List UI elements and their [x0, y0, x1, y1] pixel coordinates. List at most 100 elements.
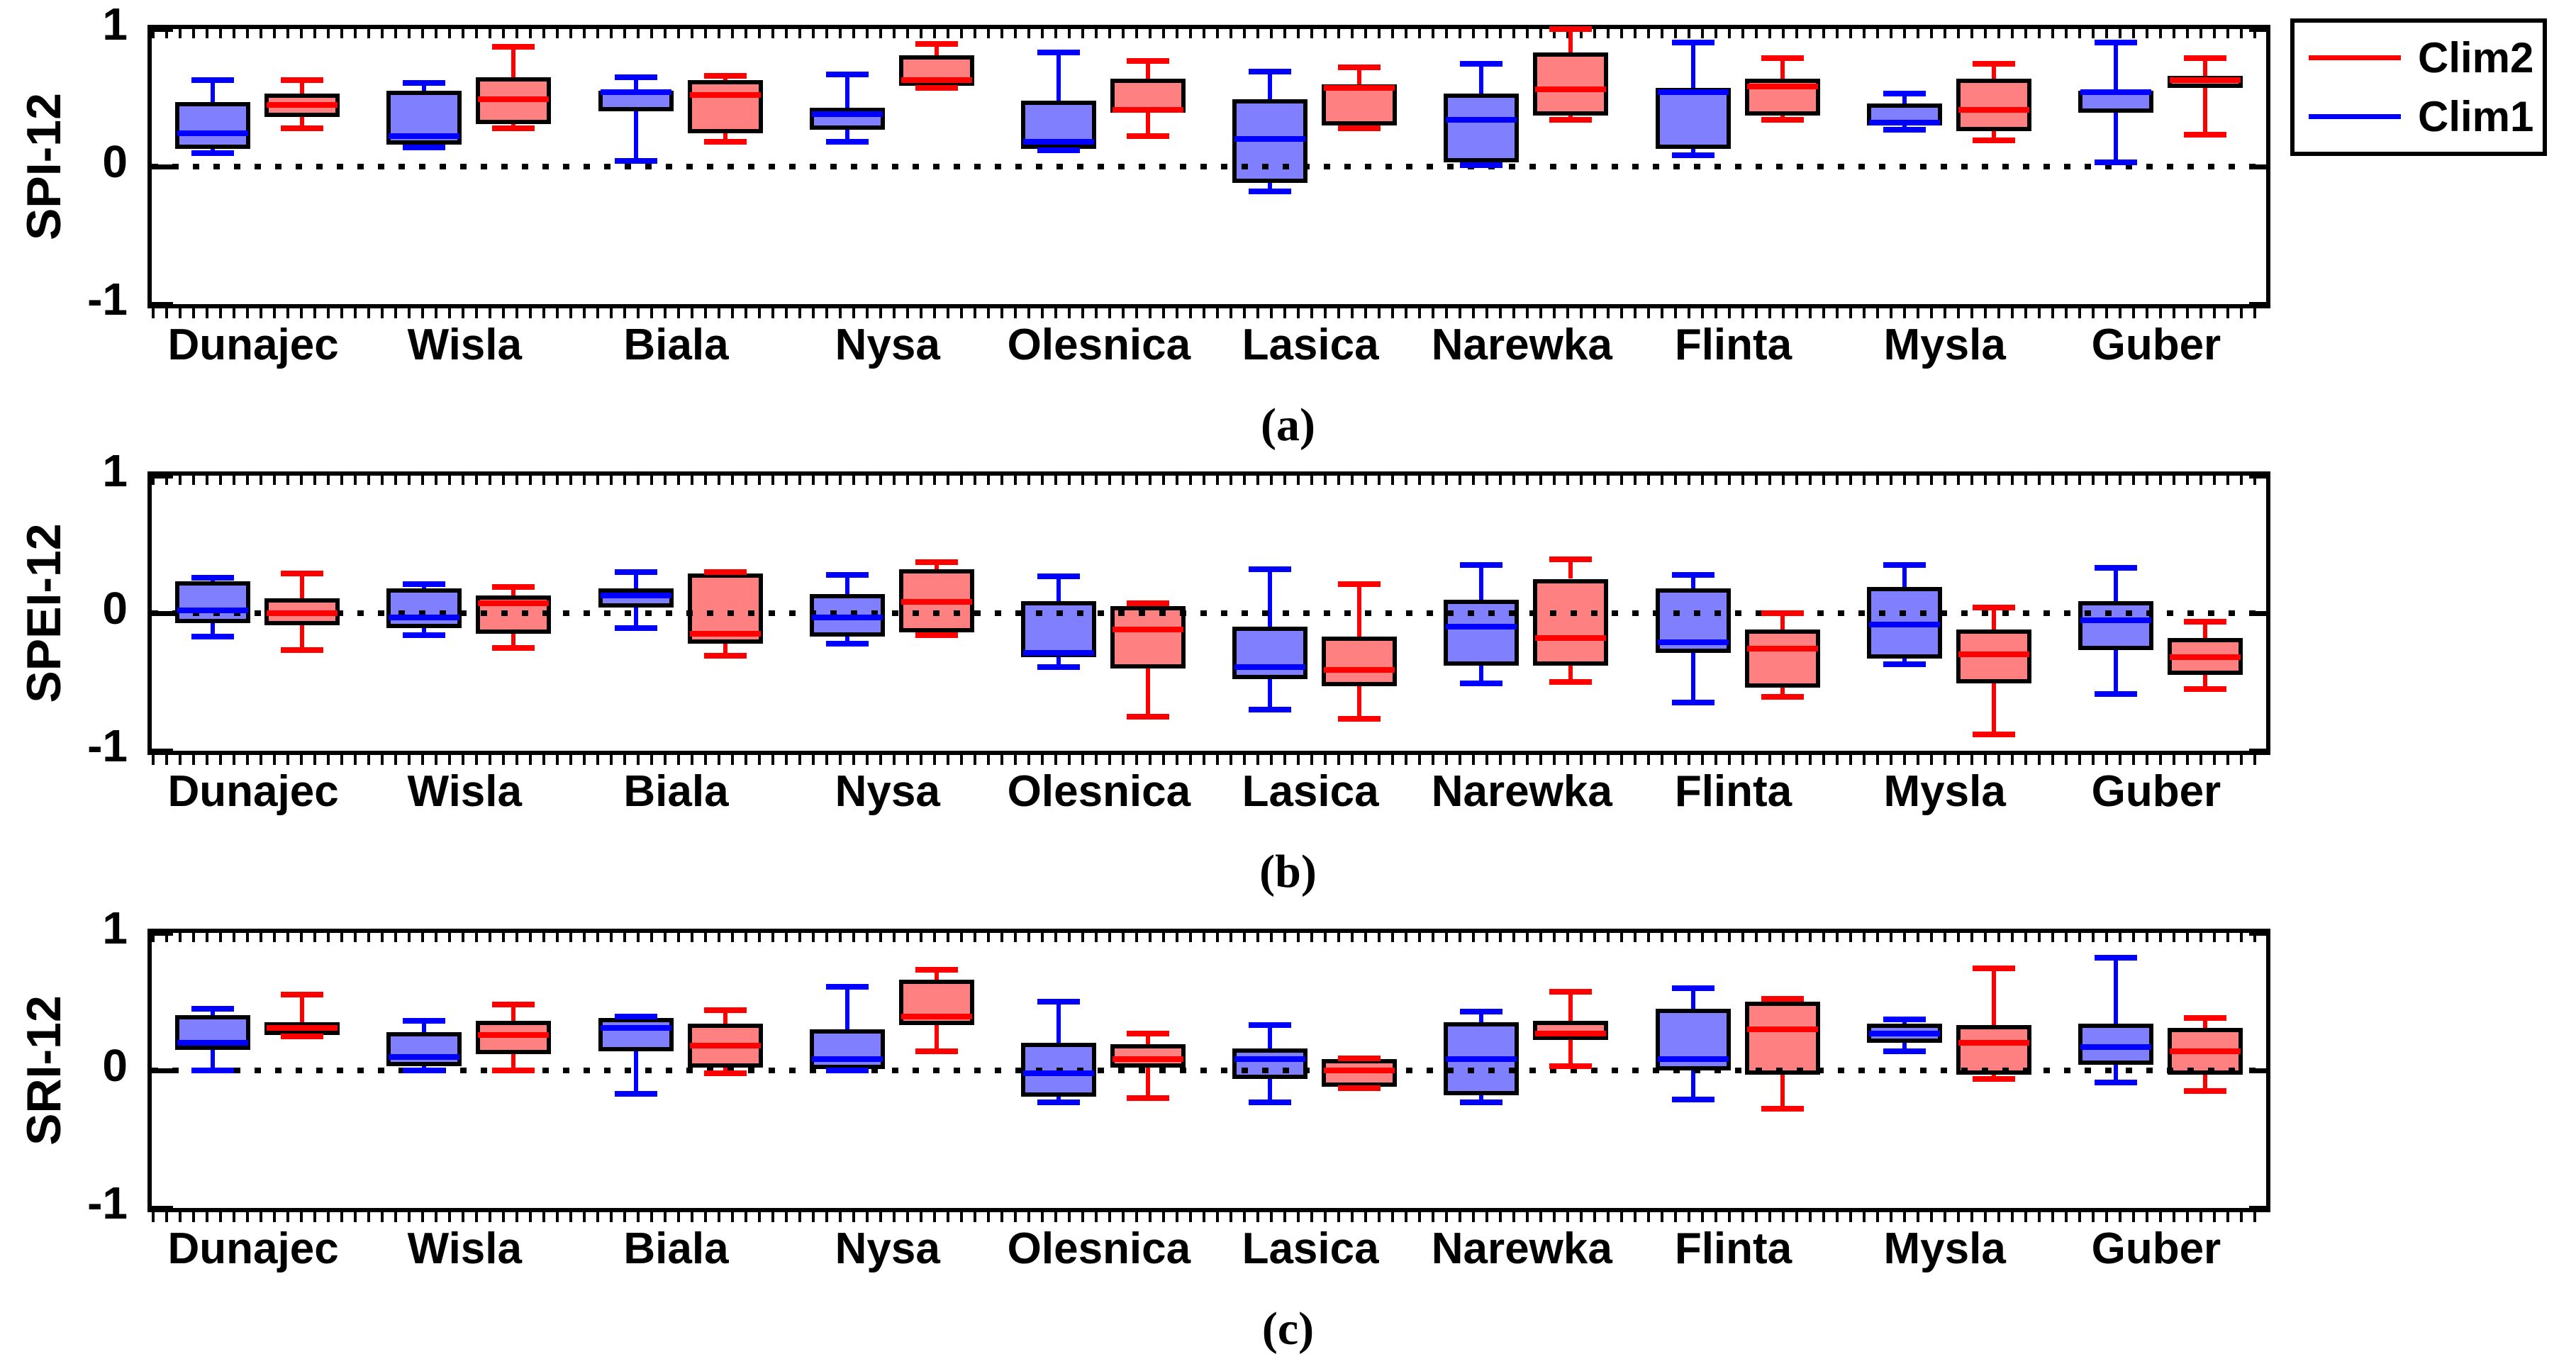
whisker-cap [614, 1090, 657, 1097]
whisker-stem [211, 1008, 216, 1016]
whisker-cap [2094, 40, 2137, 46]
whisker-stem [1568, 665, 1573, 682]
whisker-cap [1883, 1048, 1926, 1054]
whisker-cap [703, 1007, 747, 1013]
legend-entry-clim2: Clim2 [2309, 36, 2537, 79]
whisker-cap [1671, 571, 1714, 578]
whisker-stem [844, 986, 849, 1029]
median-line [1234, 664, 1306, 670]
whisker-cap [1671, 985, 1714, 991]
x-category-label: Lasica [1242, 1224, 1379, 1273]
whisker-cap [1460, 680, 1503, 686]
y-major-tick [2249, 302, 2270, 307]
whisker-cap [2094, 691, 2137, 698]
whisker-cap [825, 983, 869, 990]
y-major-tick [2249, 474, 2270, 479]
whisker-stem [1568, 1040, 1573, 1067]
whisker-stem [1780, 57, 1785, 79]
y-major-tick [152, 1206, 173, 1211]
minor-ticks-top [152, 476, 2266, 485]
median-line [1446, 1056, 1517, 1063]
whisker-cap [703, 139, 747, 145]
whisker-cap [825, 139, 869, 145]
whisker-cap [614, 569, 657, 575]
median-line [1535, 634, 1607, 641]
whisker-stem [1056, 52, 1061, 101]
median-line [177, 130, 249, 137]
ytick-top: 1 [102, 902, 128, 953]
median-line [478, 600, 550, 607]
whisker-stem [2113, 1065, 2118, 1083]
median-line [811, 111, 883, 118]
whisker-cap [403, 144, 446, 150]
whisker-cap [915, 967, 958, 973]
whisker-stem [511, 47, 516, 77]
panel-c-plot [147, 929, 2270, 1212]
whisker-cap [1249, 566, 1292, 572]
whisker-stem [511, 587, 516, 595]
x-category-label: Flinta [1674, 320, 1792, 369]
whisker-cap [825, 640, 869, 647]
whisker-cap [1671, 700, 1714, 706]
median-line [1324, 85, 1395, 91]
median-line [1022, 139, 1094, 145]
median-line [1868, 119, 1940, 125]
whisker-stem [1268, 1078, 1273, 1102]
whisker-stem [1902, 1043, 1907, 1051]
whisker-stem [1902, 565, 1907, 588]
legend-entry-clim1: Clim1 [2309, 95, 2537, 138]
whisker-cap [703, 569, 747, 575]
whisker-cap [1338, 65, 1381, 71]
y-major-tick [2249, 749, 2270, 754]
whisker-cap [703, 72, 747, 79]
x-category-label: Nysa [835, 1224, 940, 1273]
whisker-cap [403, 1068, 446, 1073]
whisker-cap [1037, 573, 1080, 579]
whisker-cap [1549, 1063, 1593, 1070]
median-line [901, 599, 972, 605]
median-line [1112, 627, 1183, 633]
whisker-stem [934, 1024, 939, 1051]
panel-b-caption: (b) [1259, 846, 1317, 897]
whisker-stem [1991, 608, 1996, 630]
whisker-cap [1126, 713, 1169, 720]
median-line [2080, 89, 2151, 96]
zero-gridline [152, 1068, 2266, 1073]
whisker-cap [1460, 162, 1503, 169]
whisker-stem [300, 573, 305, 598]
whisker-stem [1056, 576, 1061, 601]
whisker-stem [300, 625, 305, 651]
whisker-cap [614, 158, 657, 164]
whisker-cap [703, 653, 747, 659]
median-line [2169, 654, 2241, 661]
whisker-stem [1479, 565, 1484, 600]
whisker-cap [281, 647, 324, 654]
whisker-cap [2183, 618, 2226, 625]
whisker-cap [281, 570, 324, 576]
median-line [1234, 1056, 1306, 1063]
whisker-cap [915, 85, 958, 91]
whisker-stem [1991, 63, 1996, 79]
whisker-cap [1671, 152, 1714, 159]
zero-gridline [152, 164, 2266, 169]
median-line [1535, 1030, 1607, 1036]
boxplot-box-b-Olesnica-Clim1 [1020, 600, 1096, 658]
boxplot-box-b-Narewka-Clim2 [1533, 578, 1609, 666]
whisker-cap [1126, 57, 1169, 64]
legend-line-icon [2309, 114, 2401, 119]
whisker-stem [2202, 57, 2207, 76]
median-line [478, 96, 550, 102]
whisker-stem [1690, 987, 1695, 1009]
panel-c-caption: (c) [1261, 1303, 1315, 1354]
boxplot-box-a-Dunajec-Clim1 [175, 101, 251, 149]
whisker-stem [1690, 574, 1695, 589]
ytick-zero: 0 [102, 583, 128, 634]
whisker-cap [2094, 954, 2137, 961]
whisker-cap [915, 559, 958, 566]
boxplot-box-a-Mysla-Clim2 [1956, 78, 2031, 131]
median-line [1324, 666, 1395, 673]
whisker-stem [211, 622, 216, 637]
x-category-label: Olesnica [1007, 320, 1191, 369]
whisker-stem [1479, 1095, 1484, 1102]
whisker-cap [1249, 69, 1292, 75]
